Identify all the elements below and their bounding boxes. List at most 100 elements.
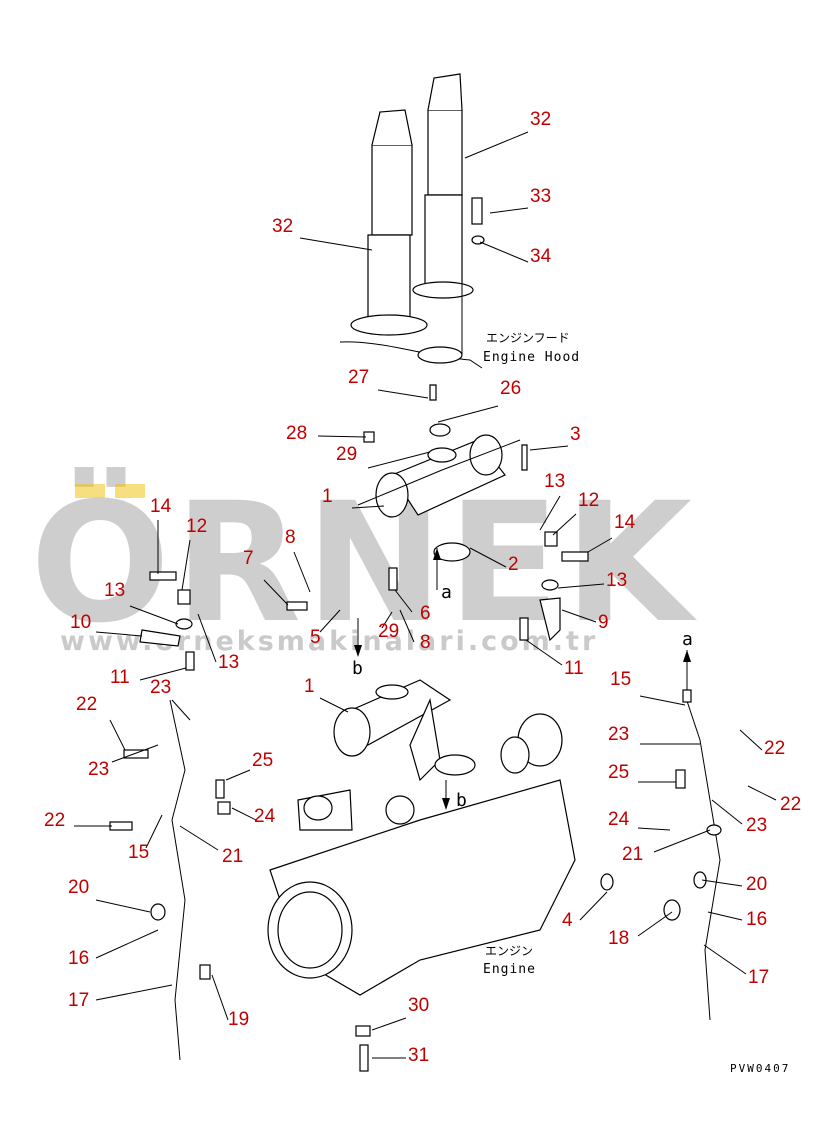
arrow-b-label-1: b [352,658,363,679]
leader-line-26 [437,405,499,423]
muffler-lower [333,679,452,782]
callout-17: 17 [748,967,769,988]
callout-10: 10 [70,612,91,633]
leader-line-33 [489,207,529,214]
leader-line-9 [561,609,597,623]
callout-24: 24 [254,806,276,827]
leader-line-21 [179,825,219,851]
callout-23: 23 [88,759,109,780]
leader-line-18 [637,911,673,937]
callout-16: 16 [68,948,89,969]
callout-19: 19 [228,1009,249,1030]
callout-2: 2 [508,554,519,575]
engine-hood [339,245,483,369]
callout-22: 22 [780,794,801,815]
callout-14: 14 [614,512,636,533]
callout-4: 4 [562,910,573,931]
leader-line-11 [139,667,187,681]
leader-line-29 [367,451,431,469]
engine-hood-jp-label: エンジンフード [486,331,570,345]
callout-20: 20 [746,874,767,895]
leader-line-6 [394,589,413,613]
leader-line-15 [639,695,686,706]
callout-13: 13 [218,652,239,673]
leader-line-32 [299,237,373,251]
callout-11: 11 [564,658,584,679]
callout-33: 33 [530,186,551,207]
leader-line-22 [739,729,763,751]
callout-8: 8 [420,632,431,653]
exhaust-stack-left [350,109,428,336]
callout-5: 5 [310,627,321,648]
leader-line-17 [95,984,173,1001]
callout-32: 32 [272,216,293,237]
leader-line-27 [377,389,429,399]
callout-13: 13 [544,471,565,492]
callout-25: 25 [252,750,273,771]
callout-22: 22 [44,810,65,831]
callout-15: 15 [610,669,631,690]
callout-20: 20 [68,877,89,898]
callout-27: 27 [348,367,369,388]
leader-line-23 [171,699,191,721]
leader-line-4 [579,891,608,921]
leader-line-12 [181,539,191,591]
callout-1: 1 [304,676,315,697]
leader-line-11 [525,639,563,666]
leader-line-20 [95,899,151,913]
leader-line-24 [637,827,671,831]
leader-line-32 [464,131,529,159]
leader-line-2 [469,547,507,568]
leader-line-25 [225,769,251,781]
callout-21: 21 [222,846,243,867]
callout-9: 9 [598,612,609,633]
leader-line-24 [231,807,257,821]
leader-line-12 [552,513,577,536]
leader-line-8 [399,609,415,643]
callout-17: 17 [68,990,89,1011]
reference-arrows [354,548,691,810]
leader-line-8 [293,551,311,593]
leader-line-16 [95,929,159,959]
callout-22: 22 [764,738,785,759]
leader-line-7 [263,579,289,606]
dipstick-right [663,689,721,1021]
callout-32: 32 [530,109,551,130]
arrow-a-label-2: a [682,629,693,650]
callout-12: 12 [186,516,207,537]
leader-line-22 [109,719,126,751]
leader-line-28 [317,435,367,438]
callout-23: 23 [150,677,171,698]
callout-6: 6 [420,603,431,624]
callout-group: 3232333427262829311312141328762985911141… [44,109,801,1066]
arrow-a-label-1: a [441,582,452,603]
leader-line-17 [703,944,747,975]
drawing-code: PVW0407 [730,1062,790,1075]
leader-line-3 [529,445,569,451]
callout-13: 13 [606,570,627,591]
callout-29: 29 [336,444,357,465]
callout-7: 7 [243,548,254,569]
engine-en-label: Engine [483,962,536,977]
callout-31: 31 [408,1045,429,1066]
callout-30: 30 [408,995,429,1016]
engine-hood-en-label: Engine Hood [483,350,580,365]
dipstick-left [150,699,211,1061]
callout-12: 12 [578,490,599,511]
leader-line-22 [747,785,777,801]
leader-line-10 [95,631,143,637]
callout-18: 18 [608,928,629,949]
leader-line-13 [557,583,605,589]
leader-line-34 [479,241,529,263]
callout-11: 11 [110,667,130,688]
leader-line-21 [653,829,711,853]
callout-15: 15 [128,842,149,863]
engine-block [267,713,576,996]
callout-8: 8 [285,527,296,548]
leader-line-13 [197,613,217,663]
engine-jp-label: エンジン [485,944,533,958]
callout-1: 1 [322,486,333,507]
hardware-left [109,571,231,831]
callout-13: 13 [104,580,125,601]
